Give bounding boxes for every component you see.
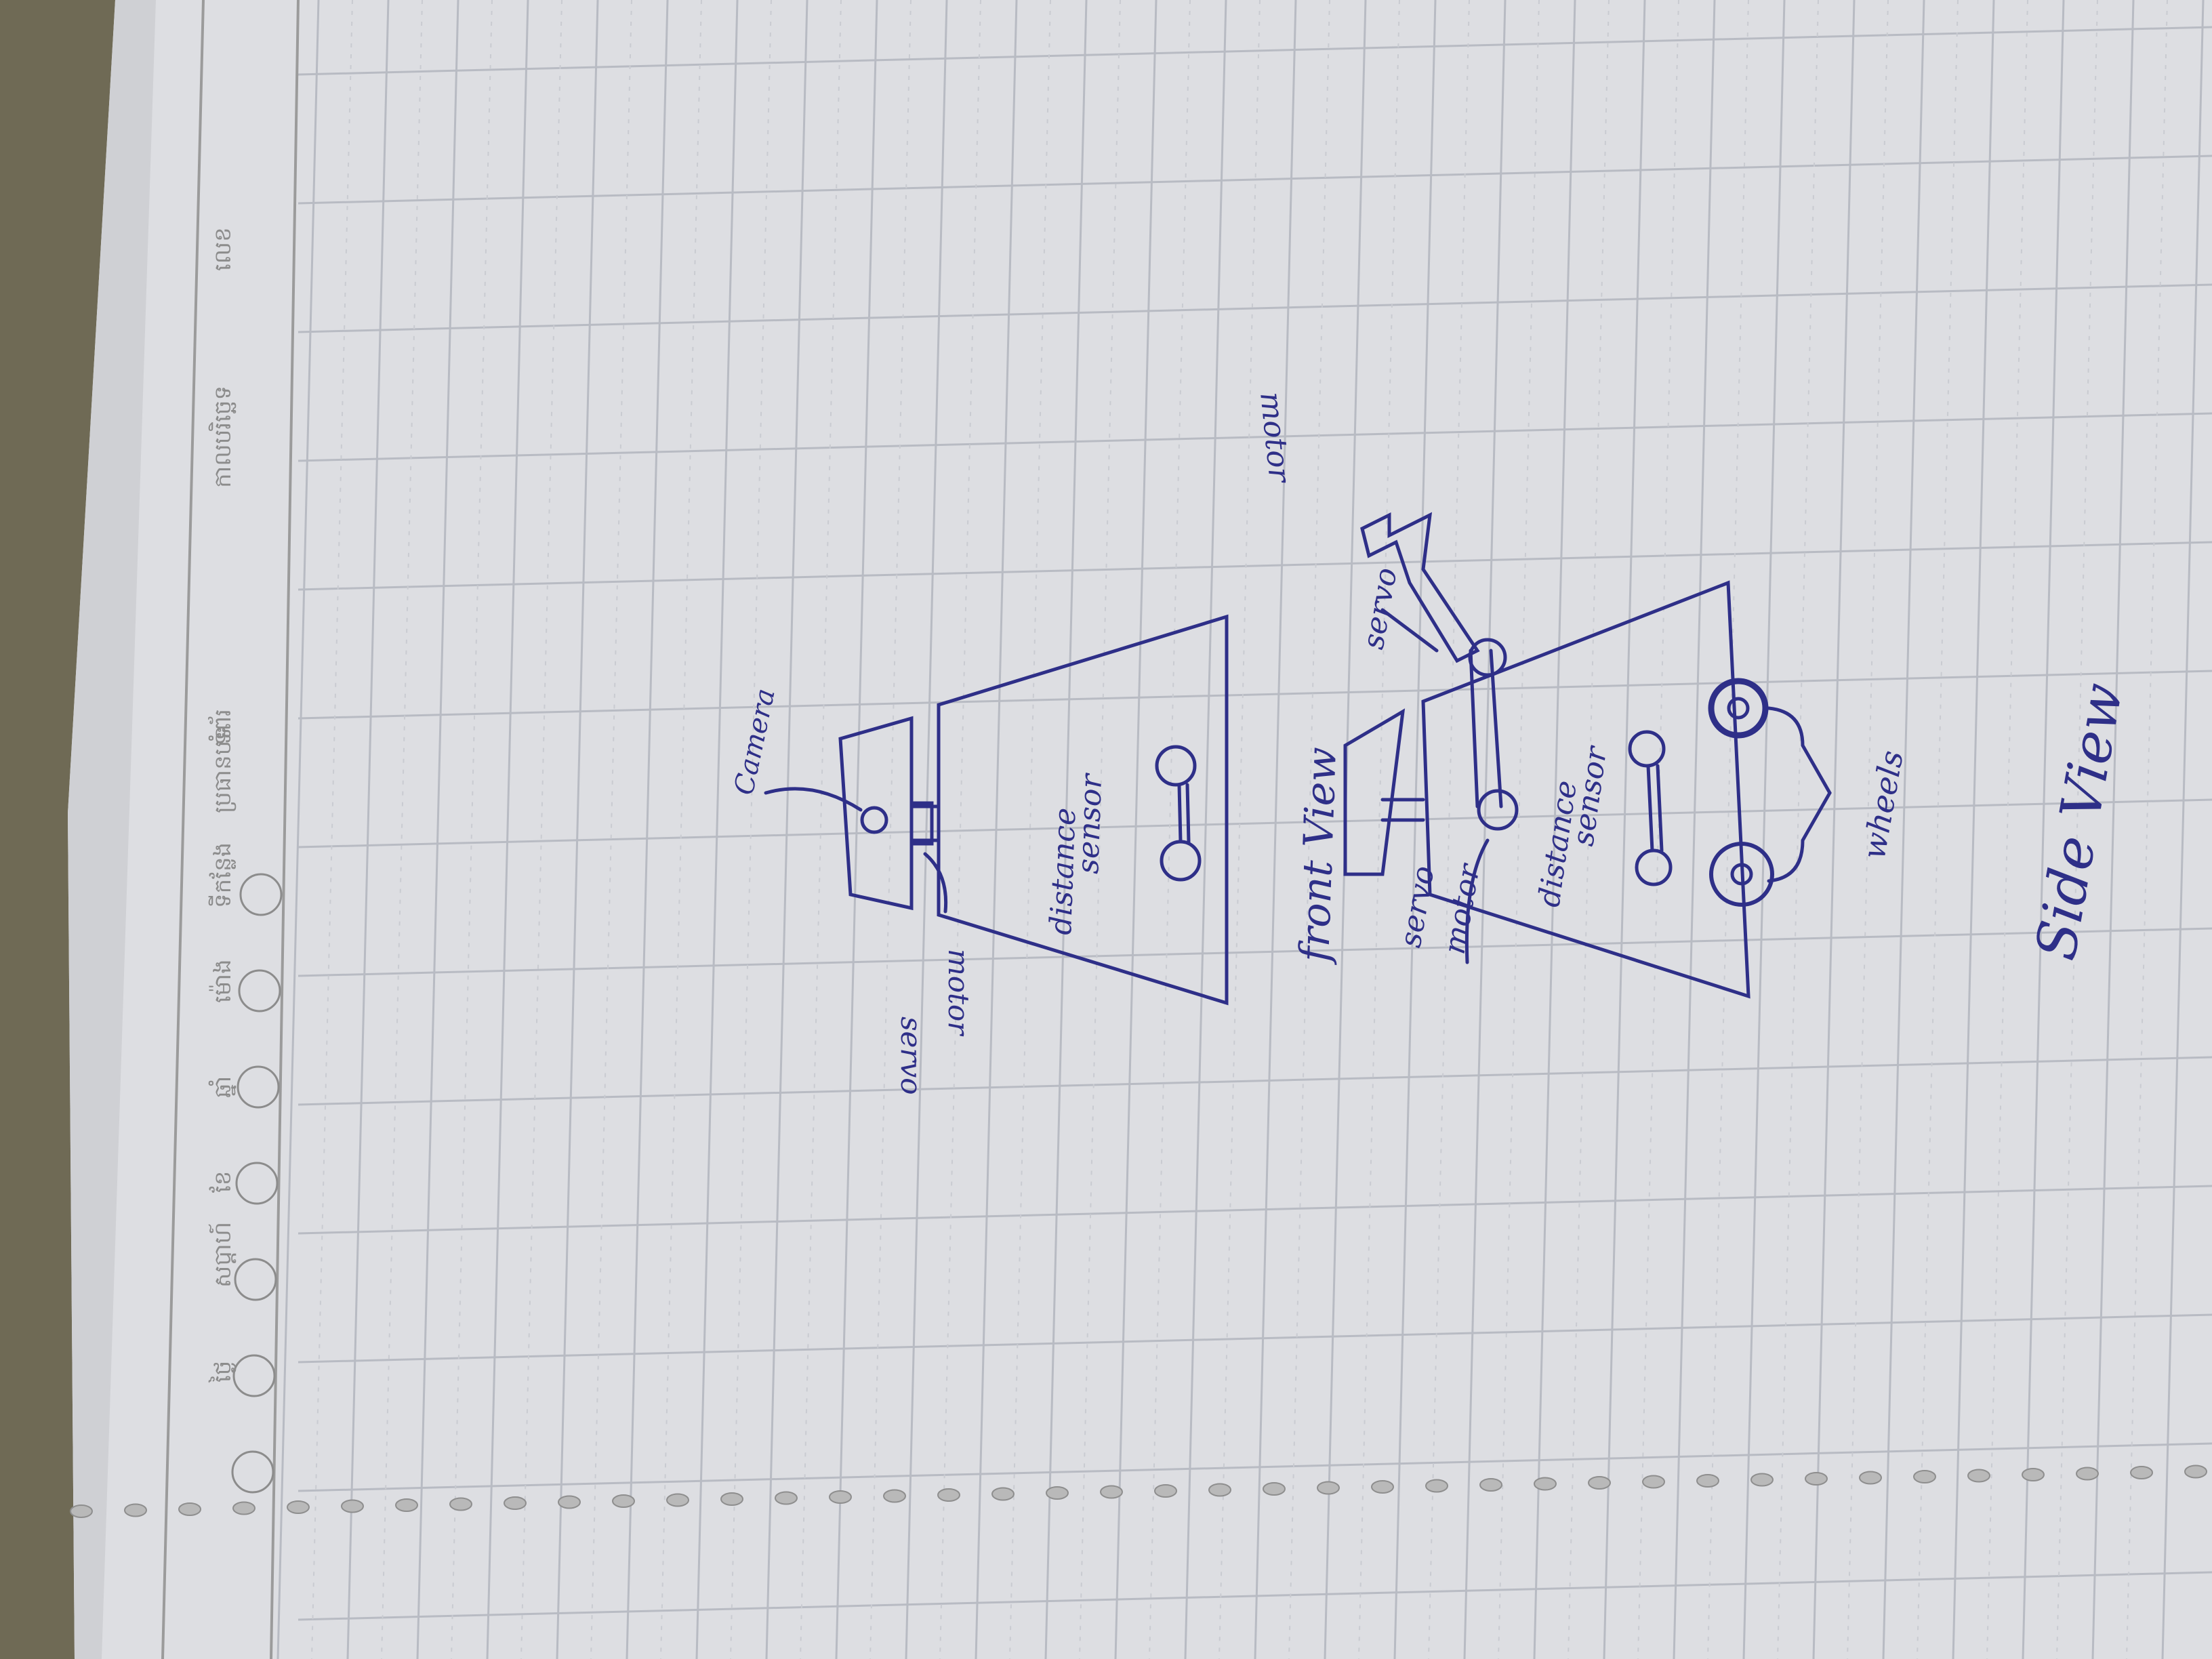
wheels-brace xyxy=(1767,706,1832,883)
binding-hole xyxy=(341,1499,364,1513)
binding-hole xyxy=(2130,1466,2153,1479)
header-labels: ថ្ងៃ សប្ដាហ៍ ខែ ឆ្នាំ ម៉ោង ទីកន្លែង ប្រធានបទទំ… xyxy=(207,227,237,1383)
front-body xyxy=(937,614,1229,1006)
binding-hole xyxy=(178,1502,201,1516)
paper-sheet xyxy=(68,0,2212,1659)
binding-hole xyxy=(558,1495,581,1509)
binding-hole xyxy=(1805,1472,1828,1486)
binding-hole xyxy=(775,1491,798,1505)
label-front-sensor: sensor xyxy=(1071,772,1109,875)
wheel-front-icon xyxy=(1708,678,1769,739)
header-checkbox-icon xyxy=(232,1354,276,1397)
side-view xyxy=(1343,512,1832,999)
binding-hole xyxy=(287,1500,310,1514)
header-checkbox-icon xyxy=(235,1162,279,1205)
binding-hole xyxy=(232,1501,255,1515)
header-field-label: ម៉ោង xyxy=(209,959,237,1003)
binding-hole xyxy=(1479,1478,1502,1492)
binding-hole xyxy=(1534,1477,1557,1491)
binding-hole xyxy=(1750,1473,1774,1487)
front-servo-block xyxy=(909,801,934,846)
binding-hole xyxy=(504,1496,527,1510)
front-head-box xyxy=(838,716,914,911)
side-body xyxy=(1421,580,1750,999)
header-checkbox-icon xyxy=(238,969,281,1012)
side-head-plate xyxy=(1343,708,1406,876)
binding-hole xyxy=(449,1497,472,1511)
header-field-label: សប្ដាហ៍ xyxy=(208,1222,237,1288)
servo-joint-bottom-icon xyxy=(1477,789,1519,831)
label-front-motor: motor xyxy=(942,949,975,1037)
binding-hole xyxy=(1100,1485,1123,1499)
header-field-label: ទំព័រ xyxy=(207,709,237,745)
motor-arrow xyxy=(923,852,948,914)
binding-hole xyxy=(1046,1486,1069,1500)
binding-hole xyxy=(1696,1474,1719,1488)
side-arm-link xyxy=(1469,649,1479,808)
binding-hole xyxy=(1913,1470,1936,1483)
header-field-label: ឆ្នាំ xyxy=(208,1076,237,1098)
label-front-distance: distance xyxy=(1044,807,1083,935)
binding-hole xyxy=(2022,1468,2045,1481)
distance-sensor-left-icon xyxy=(1155,745,1197,787)
binding-hole xyxy=(991,1487,1015,1501)
binding-hole xyxy=(829,1490,852,1504)
notebook-grid xyxy=(276,0,2212,1659)
front-view xyxy=(764,614,1229,1006)
binding-hole xyxy=(395,1498,418,1512)
binding-hole xyxy=(1588,1476,1611,1490)
label-front-servo: servo xyxy=(895,1017,928,1095)
header-checkbox-icon xyxy=(231,1450,274,1494)
header-circles xyxy=(231,873,283,1494)
camera-lens-icon xyxy=(860,806,888,834)
binding-hole xyxy=(1263,1482,1286,1496)
binding-holes xyxy=(70,1465,2207,1518)
servo-bottom-arrow xyxy=(1465,838,1490,964)
binding-hole xyxy=(1967,1469,1990,1483)
header-field-label: ប្រធានបទ xyxy=(209,726,237,813)
binding-hole xyxy=(1425,1479,1448,1493)
binding-hole xyxy=(1317,1481,1340,1495)
binding-hole xyxy=(720,1492,743,1506)
servo-top-arrow xyxy=(1380,608,1439,653)
header-field-label: ទីកន្លែង xyxy=(208,842,237,908)
paper-shadow-edge xyxy=(68,0,156,1659)
binding-hole xyxy=(937,1488,960,1502)
header-field-label: កាលបរិច្ឆេទ xyxy=(208,386,237,488)
binding-hole xyxy=(1642,1475,1665,1489)
header-checkbox-icon xyxy=(237,1065,280,1109)
binding-hole xyxy=(666,1493,689,1507)
header-field-label: លេខ xyxy=(209,227,237,271)
front-view-labels: Camera servo motor distance sensor front… xyxy=(729,686,1346,1095)
binding-hole xyxy=(1859,1471,1882,1485)
binding-hole xyxy=(2184,1465,2207,1479)
binding-hole xyxy=(70,1504,93,1518)
header-band xyxy=(161,0,300,1659)
binding-hole xyxy=(2076,1467,2099,1481)
header-field-label: ថ្ងៃ xyxy=(208,1361,237,1383)
binding-hole xyxy=(883,1489,906,1503)
header-field-label: ខែ xyxy=(209,1171,237,1193)
front-view-title: front View xyxy=(1291,746,1346,965)
camera-arrow xyxy=(764,787,863,812)
binding-hole xyxy=(124,1503,147,1517)
header-checkbox-icon xyxy=(234,1258,277,1301)
header-checkbox-icon xyxy=(239,873,283,916)
binding-hole xyxy=(1371,1480,1394,1494)
binding-hole xyxy=(612,1494,635,1508)
side-arm-gripper xyxy=(1360,512,1480,663)
wheel-rear-icon xyxy=(1709,842,1774,907)
servo-joint-top-icon xyxy=(1468,638,1507,677)
binding-hole xyxy=(1154,1484,1177,1498)
binding-hole xyxy=(1208,1483,1231,1497)
